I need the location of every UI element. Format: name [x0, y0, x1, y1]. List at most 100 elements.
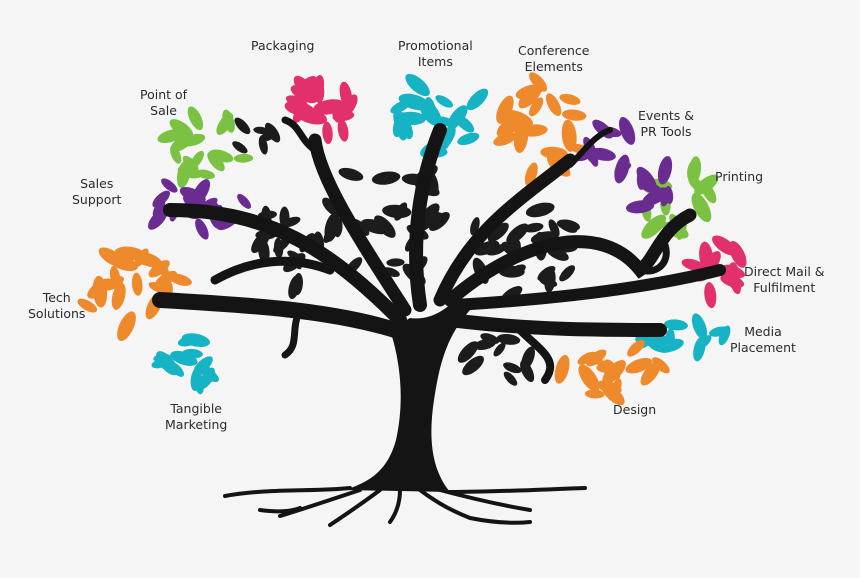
leaf-dark: [382, 204, 412, 219]
leaf-orange: [627, 339, 645, 357]
leaf-orange: [518, 85, 542, 109]
leaf-purple: [660, 188, 672, 207]
leaf-purple: [657, 156, 673, 185]
leaf-dark: [462, 355, 484, 376]
leaf-orange: [111, 282, 126, 310]
label-conference-elements: Conference Elements: [518, 43, 590, 74]
leaf-dark: [525, 202, 555, 218]
leaf-teal: [170, 350, 198, 366]
leaf-dark: [496, 333, 521, 345]
branch-left-high: [308, 133, 412, 317]
leaf-dark: [288, 274, 301, 300]
leaf-dark: [506, 264, 526, 278]
leaf-dark: [486, 244, 507, 256]
label-point-of-sale: Point of Sale: [140, 87, 188, 118]
leaf-green: [177, 165, 203, 179]
leaf-green: [688, 176, 706, 194]
leaf-orange: [148, 282, 168, 293]
leaf-teal: [168, 361, 184, 377]
label-tangible-marketing: Tangible Marketing: [165, 401, 228, 432]
leaf-purple: [614, 154, 630, 184]
label-promotional-items: Promotional Items: [398, 38, 473, 69]
leaf-teal: [405, 73, 430, 97]
branch-center: [409, 123, 447, 312]
leaf-dark: [234, 117, 251, 135]
leaf-teal: [648, 340, 672, 353]
leaf-pink: [712, 235, 737, 256]
leaf-orange: [545, 93, 562, 117]
leaf-pink: [296, 108, 328, 125]
leaf-orange: [131, 272, 143, 296]
leaf-purple: [195, 218, 209, 240]
label-printing: Printing: [715, 169, 764, 184]
leaf-teal: [664, 319, 688, 331]
leaf-dark: [323, 226, 336, 243]
leaf-green: [187, 106, 204, 131]
leaf-dark: [420, 212, 445, 224]
leaf-dark: [557, 220, 578, 233]
branch-right-long: [449, 264, 726, 311]
leaf-dark: [386, 258, 405, 267]
leaf-teal: [435, 95, 453, 108]
leaf-orange: [169, 273, 192, 286]
leaf-teal: [693, 336, 706, 362]
leaf-orange: [586, 349, 607, 367]
leaf-green: [222, 109, 235, 133]
leaf-teal: [393, 110, 413, 140]
leaf-orange: [559, 93, 581, 105]
branch-right-curl: [636, 241, 670, 275]
leaf-dark: [480, 333, 500, 345]
leaf-orange: [529, 97, 544, 117]
leaf-orange: [148, 260, 170, 278]
leaf-dark: [282, 216, 301, 228]
leaf-green: [190, 150, 204, 169]
leaf-dark: [258, 136, 268, 155]
leaf-green: [209, 149, 234, 163]
leaf-green: [170, 145, 182, 164]
leaf-pink: [339, 81, 353, 108]
leaf-purple: [237, 193, 252, 209]
leaf-green: [687, 161, 697, 182]
leaf-dark: [559, 265, 575, 282]
branch-left-low: [152, 292, 403, 338]
leaf-dark: [264, 122, 281, 143]
leaf-orange: [561, 119, 577, 152]
leaf-teal: [665, 328, 675, 350]
leaf-purple: [641, 187, 670, 207]
leaf-orange: [92, 275, 108, 308]
leaf-orange: [625, 357, 653, 374]
leaf-orange: [540, 146, 568, 160]
leaf-purple: [179, 187, 206, 204]
leaf-orange: [561, 109, 587, 121]
leaf-orange: [496, 95, 514, 124]
branch-left-mid2: [210, 256, 335, 285]
leaf-pink: [337, 119, 349, 142]
leaf-teal: [177, 335, 200, 347]
label-events-pr-tools: Events & PR Tools: [638, 108, 695, 139]
leaf-orange: [503, 116, 531, 133]
leaf-orange: [77, 298, 98, 313]
label-media-placement: Media Placement: [730, 324, 796, 355]
leaf-dark: [474, 240, 500, 256]
leaf-dark: [506, 223, 529, 244]
leaf-pink: [729, 272, 742, 295]
leaf-orange: [652, 357, 670, 374]
leaf-green: [641, 214, 667, 239]
leaf-orange: [529, 72, 548, 92]
label-tech-solutions: Tech Solutions: [28, 290, 86, 321]
leaf-orange: [640, 361, 661, 386]
leaf-purple: [161, 178, 178, 193]
branch-left-mid: [163, 203, 407, 327]
leaf-dark: [232, 141, 248, 154]
leaf-dark: [503, 362, 522, 374]
leaf-orange: [578, 364, 600, 392]
leaf-orange: [520, 124, 548, 137]
leaf-green: [233, 153, 254, 163]
leaf-teal: [425, 97, 437, 118]
leaf-dark: [537, 265, 556, 281]
leaf-teal: [466, 88, 489, 111]
label-direct-mail: Direct Mail & Fulfilment: [744, 264, 825, 295]
leaf-pink: [704, 282, 717, 309]
